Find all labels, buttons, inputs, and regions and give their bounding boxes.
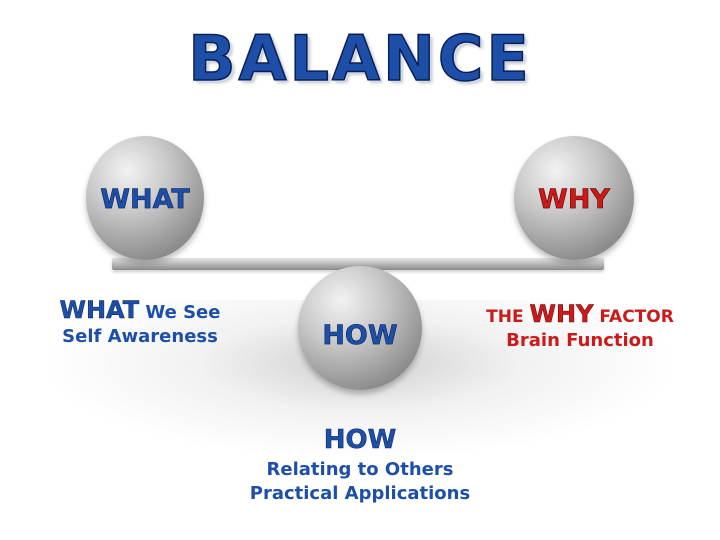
what-caption: WHAT We See Self Awareness [40, 296, 240, 347]
balance-beam [112, 258, 604, 270]
why-caption-emphasis: WHY [529, 300, 594, 329]
what-caption-line2: Self Awareness [62, 326, 218, 347]
page-title: BALANCE [188, 22, 532, 95]
why-caption-line2: Brain Function [506, 330, 654, 351]
what-sphere-label: WHAT [100, 184, 190, 216]
why-caption-prefix: THE [486, 307, 530, 327]
how-caption-line1: Relating to Others [266, 458, 454, 480]
how-caption: HOW Relating to Others Practical Applica… [200, 424, 520, 506]
why-sphere [514, 136, 634, 260]
how-fulcrum-sphere [298, 266, 422, 390]
how-caption-line2: Practical Applications [249, 483, 471, 504]
why-caption-suffix: FACTOR [593, 307, 674, 327]
why-caption: THE WHY FACTOR Brain Function [470, 300, 690, 351]
what-caption-emphasis: WHAT [59, 296, 140, 325]
how-sphere-label: HOW [322, 320, 398, 352]
why-sphere-label: WHY [538, 184, 611, 216]
what-caption-rest: We See [139, 302, 221, 323]
what-sphere [86, 136, 204, 260]
how-caption-heading: HOW [323, 425, 397, 455]
